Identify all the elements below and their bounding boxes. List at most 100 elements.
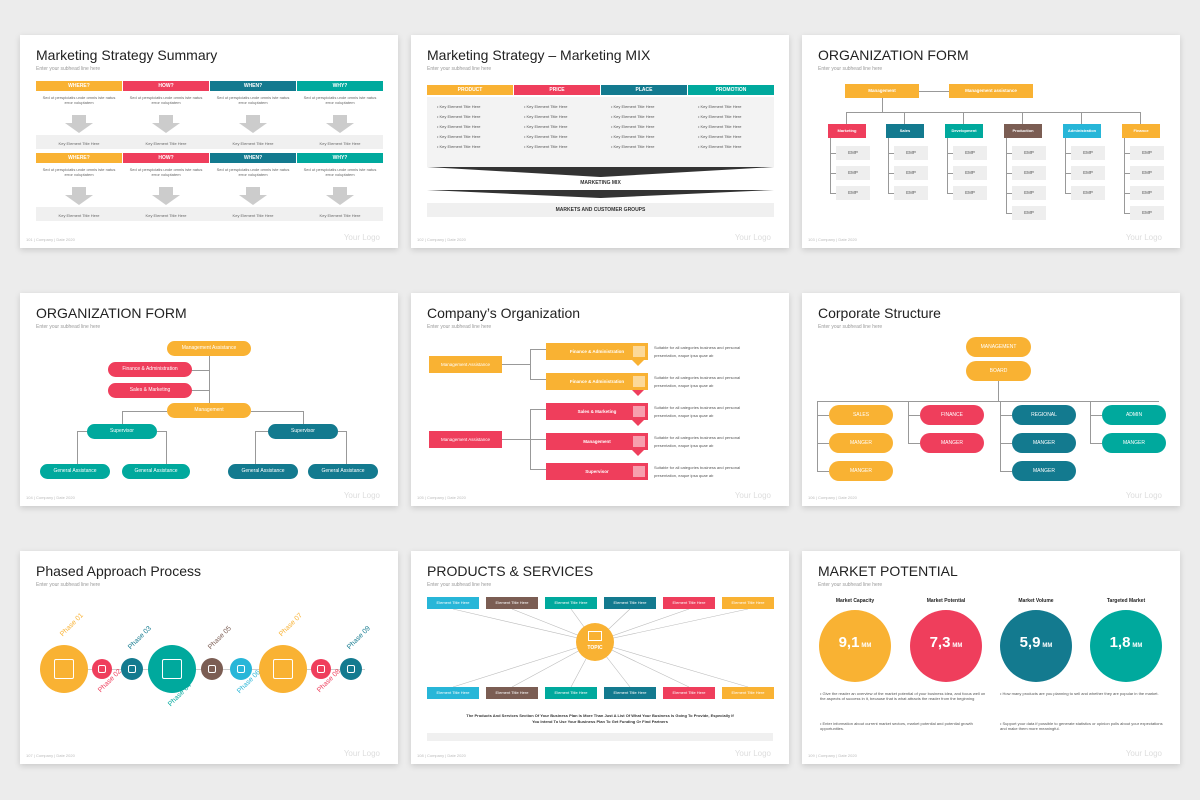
org-item: Supervisor [546, 463, 648, 480]
slide-footer: 109 | Company | Date 2020 [808, 753, 857, 758]
slide-marketing-strategy-summary[interactable]: Marketing Strategy Summary Enter your su… [20, 35, 398, 248]
connector [998, 381, 999, 401]
phase-icon [54, 659, 74, 679]
slide-title: ORGANIZATION FORM [36, 305, 187, 321]
connector [502, 439, 530, 440]
phase-icon [162, 659, 182, 679]
phase-circle [92, 659, 112, 679]
finance-administration-pill: Finance & Administration [108, 362, 192, 377]
logo: Your Logo [1125, 491, 1162, 500]
header-when: WHEN? [210, 81, 296, 91]
bullet-3: How many products are you planning to se… [1002, 691, 1159, 696]
phase-icon [127, 664, 137, 674]
logo: Your Logo [1125, 233, 1162, 242]
phase-label: Phase 01 [59, 612, 85, 638]
connector [122, 411, 123, 424]
management-assistance-pill: Management Assistance [167, 341, 251, 356]
connector [502, 364, 530, 365]
connector [846, 112, 847, 124]
slide-title: Corporate Structure [818, 305, 941, 321]
bullet-label: Key Element Title Here [439, 124, 481, 129]
emp-box: EMP [1130, 206, 1164, 220]
bullet-panel [427, 97, 774, 167]
connector [1090, 401, 1091, 443]
supervisor-pill: Supervisor [87, 424, 157, 439]
management-pill: MANAGEMENT [966, 337, 1031, 357]
element-row [36, 135, 383, 149]
body-text: Sed ut perspiciatis unde omnis iste natu… [303, 95, 377, 105]
body-text: Sed ut perspiciatis unde omnis iste natu… [216, 95, 290, 105]
metric-unit: MM [1042, 643, 1053, 649]
slide-organization-form-1[interactable]: ORGANIZATION FORM Enter your subhead lin… [802, 35, 1180, 248]
phase-circle [121, 658, 143, 680]
bullet-label: Key Element Title Here [700, 144, 742, 149]
desc-line-1: Suitable for all categories business and… [654, 375, 741, 380]
mix-bullet: • Key Element Title Here [437, 124, 481, 129]
slide-phased-approach[interactable]: Phased Approach Process Enter your subhe… [20, 551, 398, 764]
connector [947, 173, 953, 174]
slide-number: 109 [808, 753, 815, 758]
slide-company-organization[interactable]: Company’s Organization Enter your subhea… [411, 293, 789, 506]
connector [830, 173, 836, 174]
emp-box: EMP [1012, 206, 1046, 220]
element-box: Element Title Here [663, 687, 715, 699]
element-label: Key Element Title Here [58, 141, 100, 146]
element-box: Element Title Here [545, 597, 597, 609]
mix-bullet: • Key Element Title Here [437, 114, 481, 119]
body-text: Sed ut perspiciatis unde omnis iste natu… [129, 167, 203, 177]
connector [157, 431, 166, 432]
slide-market-potential[interactable]: MARKET POTENTIAL Enter your subhead line… [802, 551, 1180, 764]
general-assistance-pill: General Assistance [122, 464, 190, 479]
connector [530, 469, 546, 470]
connector [1081, 112, 1082, 124]
header-how: HOW? [123, 81, 209, 91]
connector [530, 409, 546, 410]
connector [1006, 213, 1012, 214]
connector [830, 193, 836, 194]
general-assistance-pill: General Assistance [308, 464, 378, 479]
emp-box: EMP [894, 166, 928, 180]
connector-line [594, 608, 749, 643]
caption: You Intend To Use Your Business Plan To … [532, 719, 668, 724]
mix-bullet: • Key Element Title Here [698, 104, 742, 109]
element-box: Element Title Here [663, 597, 715, 609]
topic-label: TOPIC [587, 645, 603, 651]
bullet-2: Enter information about current market s… [820, 721, 973, 731]
dept-pill: FINANCE [920, 405, 984, 425]
slide-marketing-mix[interactable]: Marketing Strategy – Marketing MIX Enter… [411, 35, 789, 248]
header-where: WHERE? [36, 153, 122, 163]
bullet-label: Key Element Title Here [526, 134, 568, 139]
mix-bullet: • Key Element Title Here [524, 124, 568, 129]
logo: Your Logo [734, 749, 771, 758]
phase-icon [98, 665, 106, 673]
mix-bullet: • Key Element Title Here [611, 124, 655, 129]
org-item: Finance & Administration [546, 343, 648, 360]
connector [908, 443, 920, 444]
connector [1065, 173, 1071, 174]
management-box: Management [845, 84, 919, 98]
dept-box: Administration [1063, 124, 1101, 138]
slide-number: 102 [417, 237, 424, 242]
slide-products-services[interactable]: PRODUCTS & SERVICES Enter your subhead l… [411, 551, 789, 764]
logo: Your Logo [343, 233, 380, 242]
connector-line [452, 608, 596, 643]
mix-bullet: • Key Element Title Here [611, 134, 655, 139]
emp-box: EMP [894, 146, 928, 160]
slide-organization-form-2[interactable]: ORGANIZATION FORM Enter your subhead lin… [20, 293, 398, 506]
arrow-down-icon [152, 195, 180, 205]
connector [1006, 153, 1012, 154]
connector [817, 401, 1159, 402]
footer-text: | Company | Date 2020 [33, 753, 75, 758]
topic-circle: TOPIC [576, 623, 614, 661]
bullet-4: Support your data if possible to generat… [1000, 721, 1163, 731]
connector [1124, 138, 1125, 213]
slide-corporate-structure[interactable]: Corporate Structure Enter your subhead l… [802, 293, 1180, 506]
element-box: Element Title Here [427, 597, 479, 609]
connector-line [594, 641, 749, 688]
circle-label: Targeted Market [1106, 598, 1146, 604]
bullet-label: Key Element Title Here [526, 114, 568, 119]
emp-box: EMP [1071, 146, 1105, 160]
bullet-label: Key Element Title Here [700, 134, 742, 139]
